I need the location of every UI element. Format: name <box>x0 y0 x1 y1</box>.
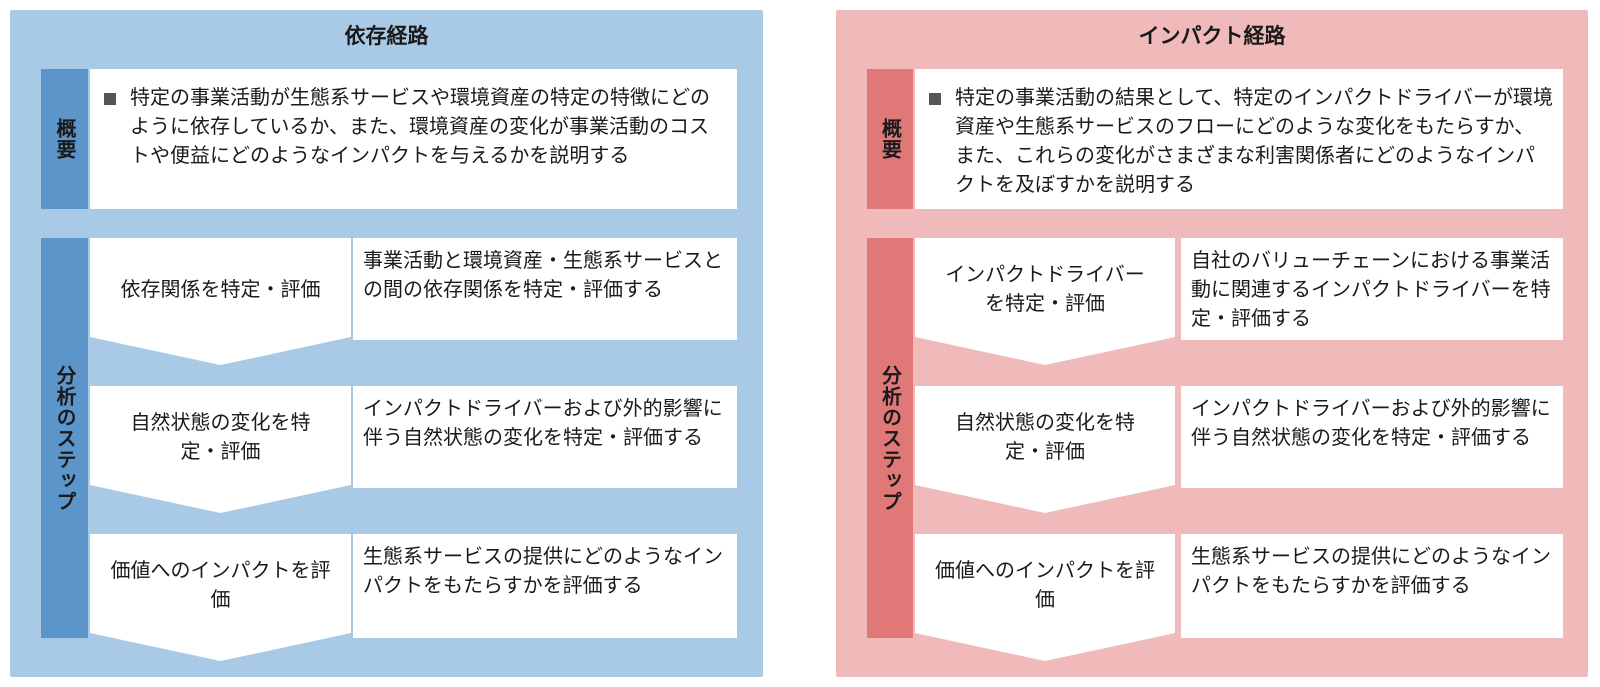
step-label: 自然状態の変化を特定・評価 <box>955 410 1135 463</box>
step-detail: 事業活動と環境資産・生態系サービスとの間の依存関係を特定・評価する <box>353 238 737 340</box>
chevron-arrow-icon <box>915 386 1175 513</box>
panel-title: 依存経路 <box>344 24 429 48</box>
step-detail: 生態系サービスの提供にどのようなインパクトをもたらすかを評価する <box>1181 534 1563 638</box>
step-label: 価値へのインパクトを評価 <box>110 558 331 611</box>
step-detail: インパクトドライバーおよび外的影響に伴う自然状態の変化を特定・評価する <box>353 386 737 488</box>
square-bullet-icon <box>929 93 941 105</box>
impact-pathway-panel: インパクト経路 概要 特定の事業活動の結果として、特定のインパクトドライバーが環… <box>836 10 1588 677</box>
square-bullet-icon <box>104 93 116 105</box>
step-label: インパクトドライバーを特定・評価 <box>945 262 1145 315</box>
chevron-arrow-icon <box>90 386 351 513</box>
overview-box: 特定の事業活動の結果として、特定のインパクトドライバーが環境資産や生態系サービス… <box>915 69 1563 209</box>
dependency-pathway-panel: 依存経路 概要 特定の事業活動が生態系サービスや環境資産の特定の特徴にどのように… <box>10 10 763 677</box>
step-detail: 生態系サービスの提供にどのようなインパクトをもたらすかを評価する <box>353 534 737 638</box>
overview-label: 概要 <box>41 69 88 209</box>
overview-label: 概要 <box>867 69 913 209</box>
chevron-arrow-icon <box>915 238 1175 365</box>
overview-box: 特定の事業活動が生態系サービスや環境資産の特定の特徴にどのように依存しているか、… <box>90 69 737 209</box>
steps-label: 分析のステップ <box>41 238 88 638</box>
chevron-arrow-icon <box>90 534 351 661</box>
step-detail: インパクトドライバーおよび外的影響に伴う自然状態の変化を特定・評価する <box>1181 386 1563 488</box>
overview-text: 特定の事業活動が生態系サービスや環境資産の特定の特徴にどのように依存しているか、… <box>130 85 710 167</box>
overview-text: 特定の事業活動の結果として、特定のインパクトドライバーが環境資産や生態系サービス… <box>955 85 1553 196</box>
chevron-arrow-icon <box>90 238 351 365</box>
chevron-arrow-icon <box>915 534 1175 661</box>
step-detail: 自社のバリューチェーンにおける事業活動に関連するインパクトドライバーを特定・評価… <box>1181 238 1563 340</box>
steps-label: 分析のステップ <box>867 238 913 638</box>
step-label: 依存関係を特定・評価 <box>120 276 321 301</box>
step-label: 自然状態の変化を特定・評価 <box>130 410 311 463</box>
step-label: 価値へのインパクトを評価 <box>935 558 1155 611</box>
panel-title: インパクト経路 <box>1138 24 1286 48</box>
